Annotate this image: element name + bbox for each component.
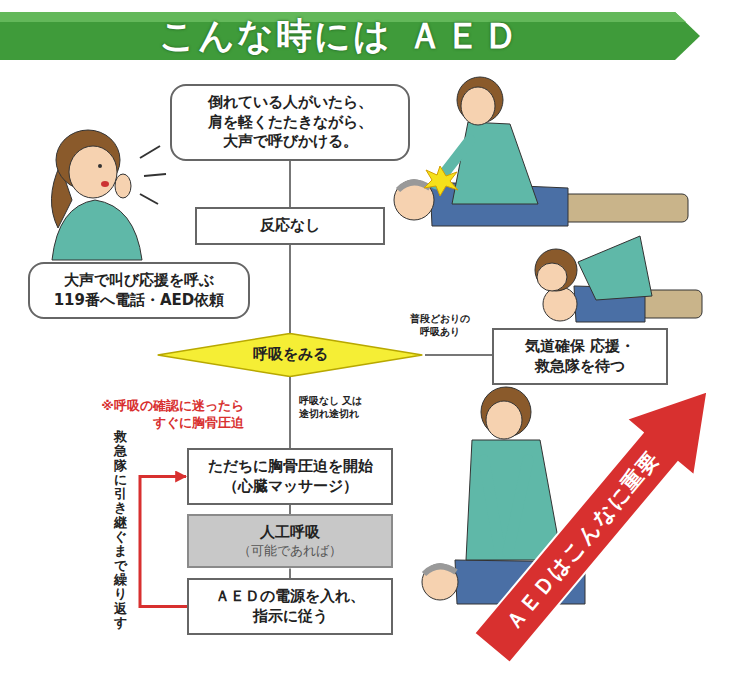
optional-box: 人工呼吸（可能であれば） <box>187 514 393 568</box>
process-box: ただちに胸骨圧迫を開始 （心臓マッサージ） <box>187 448 393 505</box>
node-text: 呼吸をみる <box>253 345 328 365</box>
node-text: 大声で叫び応援を呼ぶ 119番へ電話・AED依頼 <box>38 271 240 310</box>
node-text: ＡＥＤの電源を入れ、 指示に従う <box>197 587 383 626</box>
face <box>537 263 567 291</box>
face <box>69 146 117 198</box>
repeat-arrow <box>140 477 187 607</box>
face <box>486 401 522 439</box>
note-text: （可能であれば） <box>197 543 383 560</box>
flow-line <box>289 568 291 578</box>
flow-line <box>289 161 291 208</box>
title-band <box>0 12 700 60</box>
title-text: こんな時には ＡＥＤ <box>0 12 680 60</box>
eye <box>98 164 102 168</box>
note-text: ※呼吸の確認に迷ったら すぐに胸骨圧迫 <box>52 398 244 432</box>
hand <box>115 174 131 198</box>
body <box>578 236 652 300</box>
shout-line <box>140 194 158 204</box>
body <box>52 200 142 260</box>
red-arrow <box>458 363 740 676</box>
node-text: 気道確保 応援・救急隊を待つ <box>502 337 658 376</box>
node-text: 人工呼吸 <box>197 523 383 543</box>
shout-line <box>144 174 166 176</box>
flow-line <box>289 245 291 334</box>
face <box>461 87 495 125</box>
process-box: ＡＥＤの電源を入れ、 指示に従う <box>187 578 393 635</box>
head <box>543 287 577 321</box>
body <box>466 440 562 560</box>
trousers <box>560 194 688 222</box>
mouth <box>101 181 109 187</box>
edge-label: 呼吸なし 又は 途切れ途切れ <box>297 394 385 420</box>
tap-burst <box>424 166 458 196</box>
arm <box>508 460 528 552</box>
process-box: 気道確保 応援・救急隊を待つ <box>492 328 668 385</box>
start-box: 倒れている人がいたら、 肩を軽くたたきながら、 大声で呼びかける。 <box>170 84 410 161</box>
flow-line <box>425 354 492 356</box>
arrow-text: ＡＥＤはこんなに重要 <box>494 440 670 642</box>
tapping-scene <box>394 77 688 226</box>
flow-line <box>289 505 291 514</box>
hair <box>424 566 456 574</box>
edge-label: 普段どおりの 呼吸あり <box>396 312 484 338</box>
hair <box>535 249 577 291</box>
body <box>452 122 538 204</box>
flow-line <box>289 377 291 448</box>
action-box: 大声で叫び応援を呼ぶ 119番へ電話・AED依頼 <box>28 262 250 319</box>
breath-check-scene <box>535 236 702 322</box>
shout-line <box>140 146 160 158</box>
node-text: 倒れている人がいたら、 肩を軽くたたきながら、 大声で呼びかける。 <box>180 93 400 152</box>
node-text: 反応なし <box>205 216 375 236</box>
shouting-woman <box>51 130 166 260</box>
diamond-shape <box>158 333 423 376</box>
process-box: 反応なし <box>195 207 385 245</box>
head <box>422 564 458 600</box>
vertical-note: 救急隊に引き継ぐまで繰り返す <box>114 430 127 630</box>
node-text: ただちに胸骨圧迫を開始 （心臓マッサージ） <box>197 457 383 496</box>
decision-diamond: 呼吸をみる <box>155 333 425 377</box>
importance-arrow <box>458 363 740 676</box>
arm <box>484 460 500 552</box>
